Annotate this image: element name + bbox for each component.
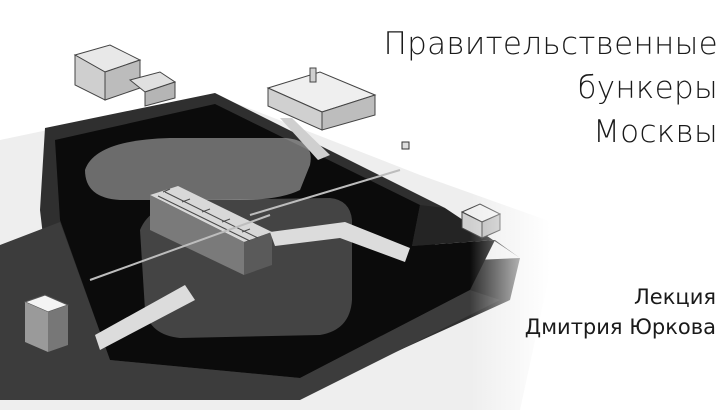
left-shaft-front	[25, 302, 48, 352]
tunnel-lower-left	[95, 285, 195, 350]
tunnel-line-1	[89, 214, 271, 281]
bunker-room-grid	[157, 188, 259, 242]
surface-small-box	[401, 141, 410, 150]
title-line-1: Правительственные	[383, 26, 718, 62]
tunnel-right	[270, 222, 410, 262]
bunker-building-front	[150, 195, 244, 275]
slide-title: Правительственные бункеры Москвы	[384, 22, 718, 154]
lecture-credit: Лекция Дмитрия Юркова	[525, 282, 716, 342]
earth-right-wall	[412, 205, 520, 258]
upper-envelope	[85, 138, 311, 200]
earth-front-face	[0, 222, 500, 400]
surface-building-center	[266, 67, 377, 131]
surface-building-left	[73, 44, 177, 107]
bunker-building-side	[244, 232, 272, 275]
tunnel-line-2	[249, 169, 401, 216]
lecture-line-1: Лекция	[634, 285, 716, 309]
title-line-3: Москвы	[593, 114, 718, 150]
left-shaft-side	[48, 305, 68, 352]
tunnel-upper-shaft	[280, 118, 330, 160]
lecture-line-2: Дмитрия Юркова	[524, 315, 716, 339]
title-line-2: бункеры	[577, 70, 718, 106]
